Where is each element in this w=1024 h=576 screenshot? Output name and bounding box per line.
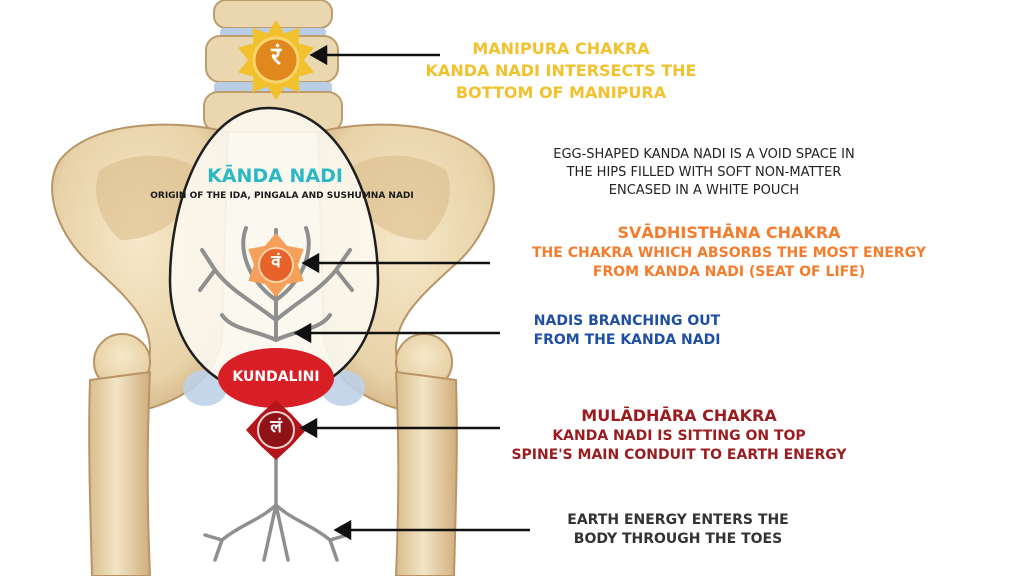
manipura-title: MANIPURA CHAKRA (472, 39, 650, 58)
egg-description-line-2: THE HIPS FILLED WITH SOFT NON-MATTER (566, 164, 842, 180)
egg-description-line-3: ENCASED IN A WHITE POUCH (608, 182, 800, 198)
arrow-head (309, 44, 328, 66)
vertebra (213, 0, 333, 29)
svadhisthana-line-2: FROM KANDA NADI (SEAT OF LIFE) (592, 264, 866, 281)
manipura-annotation: MANIPURA CHAKRA KANDA NADI INTERSECTS TH… (400, 38, 722, 104)
svadhisthana-core (258, 247, 294, 283)
right-femur (394, 370, 458, 576)
earth-annotation: EARTH ENERGY ENTERS THE BODY THROUGH THE… (540, 511, 816, 550)
muladhara-line-1: KANDA NADI IS SITTING ON TOP (552, 428, 806, 445)
svadhisthana-title: SVĀDHISTHĀNA CHAKRA (617, 223, 841, 242)
earth-line-1: EARTH ENERGY ENTERS THE (567, 512, 789, 528)
arrow-head (293, 322, 312, 344)
earth-roots (203, 448, 349, 562)
manipura-line-1: KANDA NADI INTERSECTS THE (425, 61, 697, 81)
muladhara-line-2: SPINE'S MAIN CONDUIT TO EARTH ENERGY (511, 447, 847, 464)
left-femur (88, 370, 152, 576)
femurs (88, 333, 458, 576)
right-iliac-fossa (341, 155, 450, 240)
muladhara-title: MULĀDHĀRA CHAKRA (581, 406, 777, 425)
nadis-line-1: NADIS BRANCHING OUT (533, 313, 721, 329)
svadhisthana-line-1: THE CHAKRA WHICH ABSORBS THE MOST ENERGY (532, 245, 926, 262)
svadhisthana-chakra (248, 233, 304, 297)
earth-line-2: BODY THROUGH THE TOES (573, 531, 783, 548)
arrow-head (299, 417, 318, 439)
left-iliac-fossa (96, 155, 205, 240)
arrow-head (333, 519, 352, 541)
pointer-arrows (293, 44, 530, 541)
kanda-nadi-subtitle: ORIGIN OF THE IDA, PINGALA AND SUSHUMNA … (150, 191, 414, 201)
arrow-head (301, 252, 320, 274)
muladhara-core (257, 411, 295, 449)
nadis-annotation: NADIS BRANCHING OUT FROM THE KANDA NADI (512, 312, 742, 351)
nadis-line-2: FROM THE KANDA NADI (533, 332, 721, 349)
kundalini-ellipse (218, 348, 334, 408)
svadhisthana-seed-syllable: वं (271, 252, 281, 272)
muladhara-chakra (246, 400, 306, 460)
left-obturator (183, 370, 227, 406)
egg-description-line-1: EGG-SHAPED KANDA NADI IS A VOID SPACE IN (553, 147, 855, 162)
kundalini-label: KUNDALINI (232, 369, 320, 385)
svadhisthana-annotation: SVĀDHISTHĀNA CHAKRA THE CHAKRA WHICH ABS… (498, 222, 960, 283)
manipura-chakra (238, 20, 314, 100)
muladhara-seed-syllable: लं (270, 417, 282, 437)
manipura-line-2: BOTTOM OF MANIPURA (455, 83, 667, 103)
manipura-seed-syllable: रं (271, 42, 281, 70)
muladhara-annotation: MULĀDHĀRA CHAKRA KANDA NADI IS SITTING O… (484, 405, 874, 466)
manipura-core (252, 36, 300, 84)
kanda-nadi-title: KĀNDA NADI (207, 165, 343, 187)
egg-description: EGG-SHAPED KANDA NADI IS A VOID SPACE IN… (505, 146, 903, 200)
